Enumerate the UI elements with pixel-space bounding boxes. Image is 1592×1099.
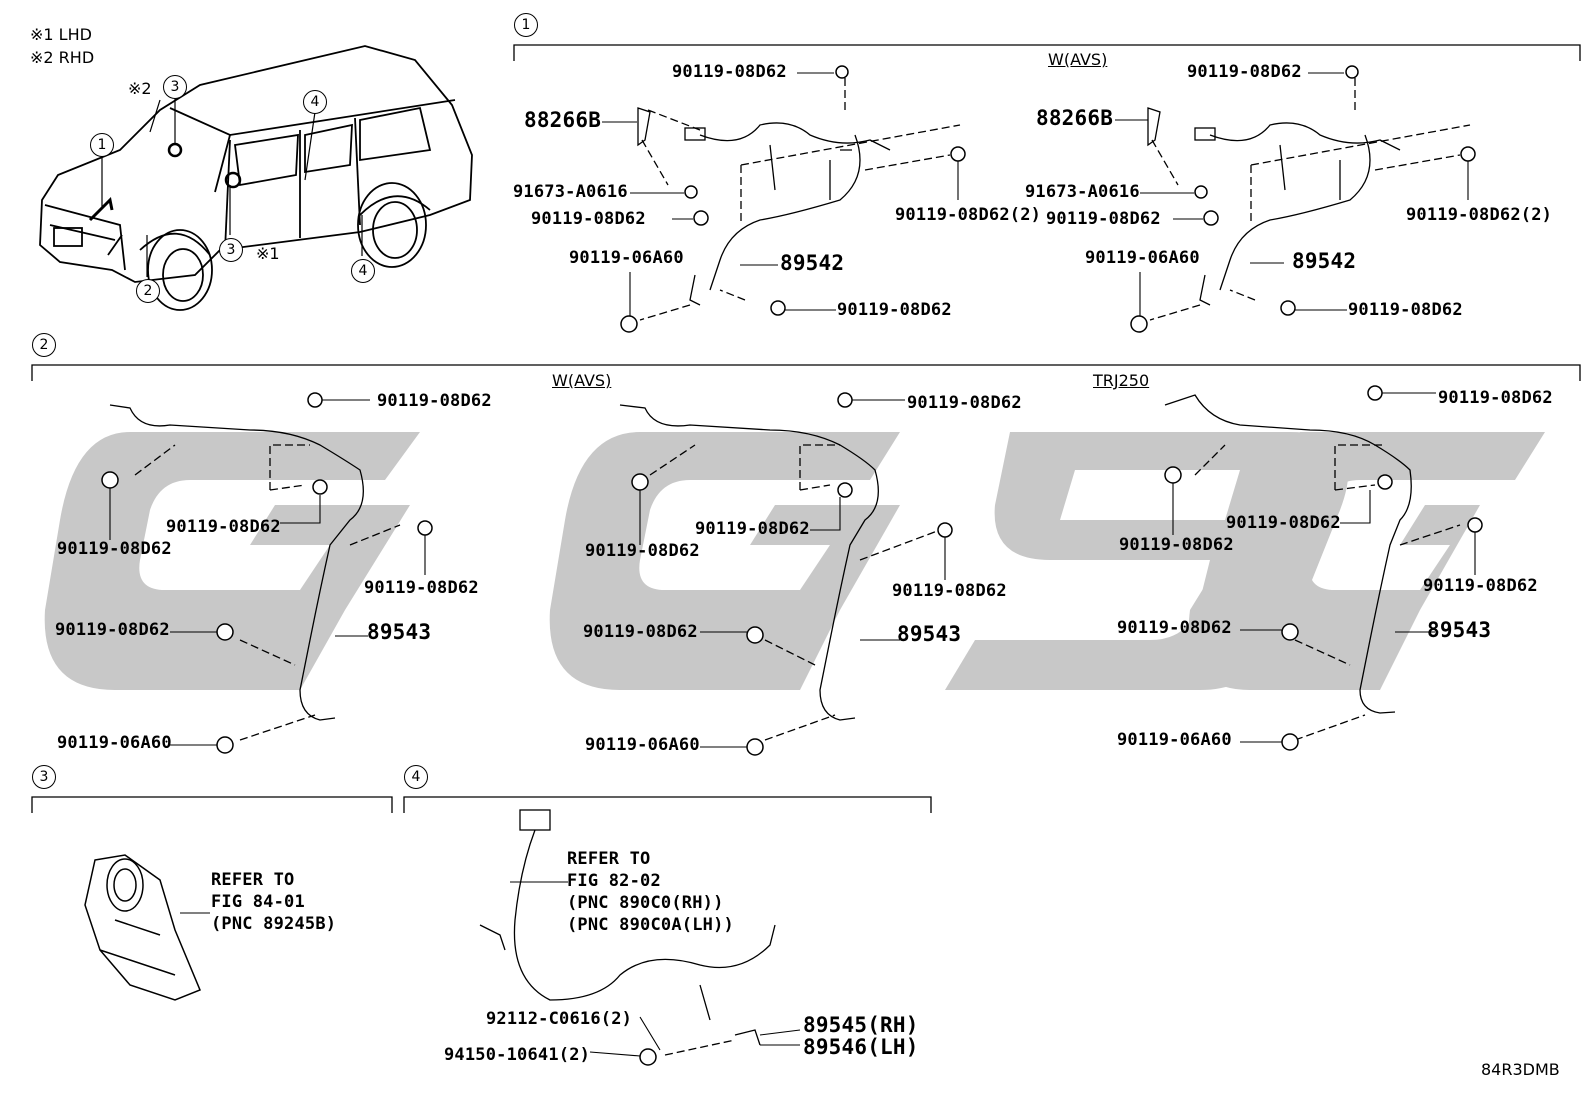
refer-to-line-3: (PNC 89245B) (211, 914, 337, 934)
part-label[interactable]: 89543 (897, 622, 962, 646)
part-label[interactable]: 90119-08D62 (907, 393, 1022, 413)
part-label[interactable]: 88266B (1036, 106, 1114, 130)
section-marker-1[interactable]: 1 (514, 13, 538, 37)
leader-lines (109, 72, 1476, 1057)
part-label[interactable]: 90119-08D62 (1423, 576, 1538, 596)
refer-to-line-2[interactable]: FIG 84-01 (211, 892, 305, 912)
legend-lhd: ※1 LHD (30, 25, 92, 44)
part-label[interactable]: 88266B (524, 108, 602, 132)
cover-illustration (84, 854, 201, 1001)
part-label[interactable]: 90119-06A60 (585, 735, 700, 755)
part-label[interactable]: 90119-08D62 (57, 539, 172, 559)
s2-variant-label-trj250: TRJ250 (1093, 371, 1150, 390)
part-label[interactable]: 92112-C0616(2) (486, 1009, 633, 1029)
part-label[interactable]: 90119-08D62 (377, 391, 492, 411)
vehicle-illustration (39, 45, 473, 311)
part-label[interactable]: 89546(LH) (803, 1035, 919, 1059)
part-label[interactable]: 89543 (367, 620, 432, 644)
part-label[interactable]: 90119-06A60 (569, 248, 684, 268)
part-label[interactable]: 90119-08D62 (672, 62, 787, 82)
vehicle-marker-2[interactable]: 2 (136, 279, 160, 303)
part-label[interactable]: 90119-06A60 (1085, 248, 1200, 268)
legend-rhd: ※2 RHD (30, 48, 95, 67)
part-label[interactable]: 90119-06A60 (57, 733, 172, 753)
s2-variant-label-avs: W(AVS) (552, 371, 612, 390)
section-marker-3[interactable]: 3 (32, 765, 56, 789)
part-label[interactable]: 90119-08D62 (1438, 388, 1553, 408)
part-label[interactable]: 94150-10641(2) (444, 1045, 591, 1065)
part-label[interactable]: 90119-08D62 (364, 578, 479, 598)
part-label[interactable]: 90119-08D62 (1226, 513, 1341, 533)
part-label[interactable]: 90119-08D62 (531, 209, 646, 229)
part-label[interactable]: 91673-A0616 (513, 182, 628, 202)
part-label[interactable]: 90119-08D62 (1117, 618, 1232, 638)
part-label[interactable]: 90119-08D62(2) (895, 205, 1042, 225)
s2-harnesses (109, 394, 1412, 721)
refer-to-line-3: (PNC 890C0(RH)) (567, 893, 724, 913)
part-label[interactable]: 90119-08D62 (55, 620, 170, 640)
refer-to-line-1: REFER TO (567, 849, 651, 869)
part-label[interactable]: 90119-06A60 (1117, 730, 1232, 750)
part-label[interactable]: 90119-08D62 (1187, 62, 1302, 82)
vehicle-marker-3-lhd[interactable]: 3 (219, 238, 243, 262)
part-label[interactable]: 90119-08D62 (695, 519, 810, 539)
vehicle-marker-4-rear[interactable]: 4 (351, 259, 375, 283)
part-label[interactable]: 90119-08D62 (892, 581, 1007, 601)
part-label[interactable]: 89543 (1427, 618, 1492, 642)
part-label[interactable]: 90119-08D62 (1119, 535, 1234, 555)
part-label[interactable]: 89542 (1292, 249, 1357, 273)
diagram-code: 84R3DMB (1481, 1060, 1560, 1079)
refer-to-line-4: (PNC 890C0A(LH)) (567, 915, 734, 935)
s4-harness (479, 809, 776, 1056)
part-label[interactable]: 89542 (780, 251, 845, 275)
vehicle-note-1: ※1 (256, 244, 280, 263)
part-label[interactable]: 90119-08D62 (1046, 209, 1161, 229)
s1-right-harness (1147, 78, 1471, 321)
part-label[interactable]: 90119-08D62 (837, 300, 952, 320)
vehicle-leader-lines (101, 98, 363, 277)
section-brackets (31, 44, 1581, 813)
refer-to-line-1: REFER TO (211, 870, 295, 890)
part-label[interactable]: 90119-08D62(2) (1406, 205, 1553, 225)
part-label[interactable]: 90119-08D62 (1348, 300, 1463, 320)
part-label[interactable]: 90119-08D62 (585, 541, 700, 561)
fastener-icons (101, 65, 1483, 1066)
section-marker-2[interactable]: 2 (32, 333, 56, 357)
part-label[interactable]: 90119-08D62 (166, 517, 281, 537)
section-marker-4[interactable]: 4 (404, 765, 428, 789)
s1-variant-label: W(AVS) (1048, 50, 1108, 69)
vehicle-marker-3-rhd[interactable]: 3 (163, 75, 187, 99)
vehicle-marker-4-front[interactable]: 4 (303, 90, 327, 114)
watermark-logo (44, 432, 1545, 690)
vehicle-marker-1[interactable]: 1 (90, 133, 114, 157)
s2-dashes (134, 444, 1461, 741)
part-label[interactable]: 90119-08D62 (583, 622, 698, 642)
part-label[interactable]: 91673-A0616 (1025, 182, 1140, 202)
refer-to-line-2[interactable]: FIG 82-02 (567, 871, 661, 891)
part-label[interactable]: 89545(RH) (803, 1013, 919, 1037)
s1-left-harness (637, 78, 961, 321)
vehicle-note-2: ※2 (128, 79, 152, 98)
